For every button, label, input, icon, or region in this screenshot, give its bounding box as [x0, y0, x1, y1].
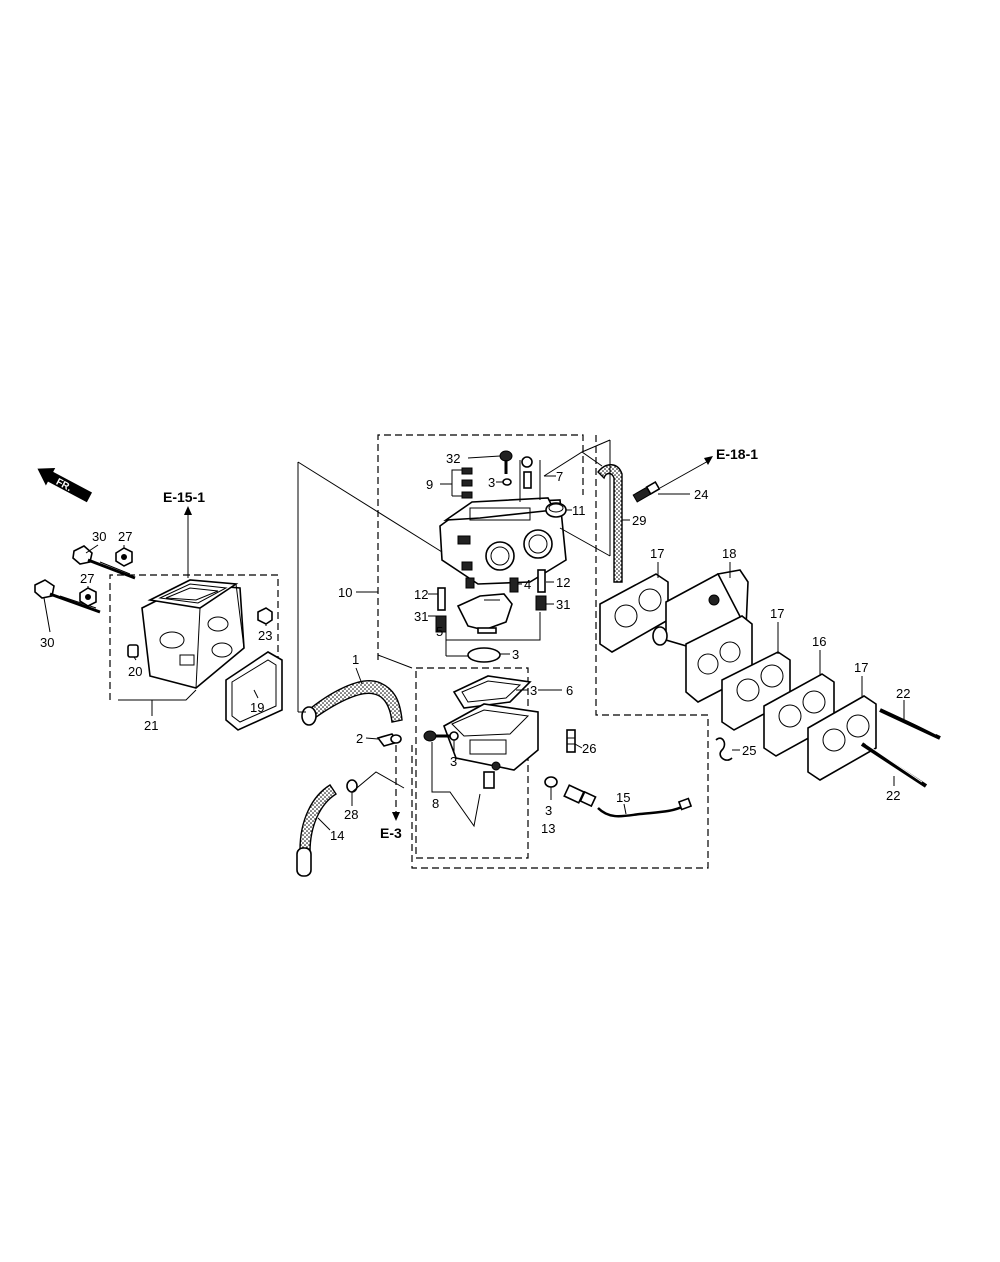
ref-e-18-1-leader [659, 459, 711, 489]
o-ring-float [467, 647, 501, 663]
callout-6: 6 [566, 683, 573, 698]
callout-13: 13 [541, 821, 555, 836]
nut-right [257, 607, 273, 625]
callout-27: 27 [118, 529, 132, 544]
callout-9: 9 [426, 477, 433, 492]
callout-3: 3 [450, 754, 457, 769]
air-box-group-outline [109, 574, 279, 700]
callout-26: 26 [582, 741, 596, 756]
needle-valve-7 [521, 456, 533, 489]
callout-5: 5 [436, 624, 443, 639]
callout-12: 12 [414, 587, 428, 602]
callout-32: 32 [446, 451, 460, 466]
nut-upper [115, 547, 133, 567]
fitting-26 [566, 729, 576, 753]
callout-8: 8 [432, 796, 439, 811]
nut-lower [79, 587, 97, 607]
breather-tube-end [301, 706, 317, 726]
callout-1: 1 [352, 652, 359, 667]
carburetor-assembly-outline [377, 434, 584, 660]
tube-clip [346, 779, 358, 793]
callout-17: 17 [854, 660, 868, 675]
gasket-17-right [807, 695, 877, 781]
drain-tube [299, 784, 337, 853]
o-ring-3-top [502, 478, 512, 486]
drain-screw [423, 730, 459, 742]
callout-17: 17 [650, 546, 664, 561]
stud-lower [860, 742, 928, 788]
callout-25: 25 [742, 743, 756, 758]
callout-3: 3 [488, 475, 495, 490]
callout-11: 11 [572, 503, 586, 518]
callout-3: 3 [512, 647, 519, 662]
callout-3: 3 [545, 803, 552, 818]
hose-clamp-25 [715, 737, 733, 761]
breather-tube [305, 680, 403, 723]
callout-29: 29 [632, 513, 646, 528]
screw-32 [499, 450, 513, 474]
cap-11 [545, 502, 567, 518]
leader-lines [43, 439, 905, 831]
callout-17: 17 [770, 606, 784, 621]
float-chamber [443, 675, 539, 789]
bolt-upper [72, 545, 136, 580]
float [456, 593, 513, 634]
callout-numbers: 30 27 27 30 20 23 19 21 1 2 10 32 9 3 7 … [40, 451, 910, 843]
callout-18: 18 [722, 546, 736, 561]
drain-tube-end [296, 847, 312, 877]
callout-27: 27 [80, 571, 94, 586]
jet-left [435, 587, 447, 633]
front-direction-arrow-icon: FR. [37, 468, 93, 503]
solenoid-wire [597, 804, 685, 818]
hose-clip [376, 733, 402, 747]
jet-right [535, 569, 547, 611]
callout-31: 31 [556, 597, 570, 612]
callout-14: 14 [330, 828, 344, 843]
ref-e-18-1-arrow-icon [704, 456, 713, 465]
plug-fitting [127, 644, 139, 658]
ref-e-3-arrow-icon [392, 812, 400, 821]
float-chamber-outline [415, 667, 529, 859]
callout-21: 21 [144, 718, 158, 733]
callout-19: 19 [250, 700, 264, 715]
callout-7: 7 [556, 469, 563, 484]
fitting-24 [632, 480, 661, 503]
callout-3: 3 [530, 683, 537, 698]
pilot-screw-assembly [461, 467, 473, 499]
ref-e-18-1: E-18-1 [716, 446, 758, 462]
air-intake-silencer [141, 579, 245, 689]
callout-16: 16 [812, 634, 826, 649]
ref-e-3: E-3 [380, 825, 402, 841]
callout-20: 20 [128, 664, 142, 679]
solenoid-connector [677, 797, 693, 811]
callout-24: 24 [694, 487, 708, 502]
ref-e-15-1: E-15-1 [163, 489, 205, 505]
callout-10: 10 [338, 585, 352, 600]
main-jet-4 [509, 577, 519, 593]
callout-2: 2 [356, 731, 363, 746]
callout-30: 30 [40, 635, 54, 650]
callout-23: 23 [258, 628, 272, 643]
solenoid-valve [544, 776, 597, 808]
callout-28: 28 [344, 807, 358, 822]
callout-22: 22 [896, 686, 910, 701]
ref-e-15-1-arrow-icon [184, 506, 192, 515]
carburetor-lower-outline [411, 435, 709, 869]
callout-22: 22 [886, 788, 900, 803]
callout-4: 4 [524, 577, 531, 592]
vent-tube [597, 464, 623, 583]
stud-upper [879, 707, 941, 740]
callout-12: 12 [556, 575, 570, 590]
callout-30: 30 [92, 529, 106, 544]
callout-31: 31 [414, 609, 428, 624]
callout-15: 15 [616, 790, 630, 805]
carburetor-body [439, 497, 567, 589]
bolt-lower [34, 579, 101, 614]
